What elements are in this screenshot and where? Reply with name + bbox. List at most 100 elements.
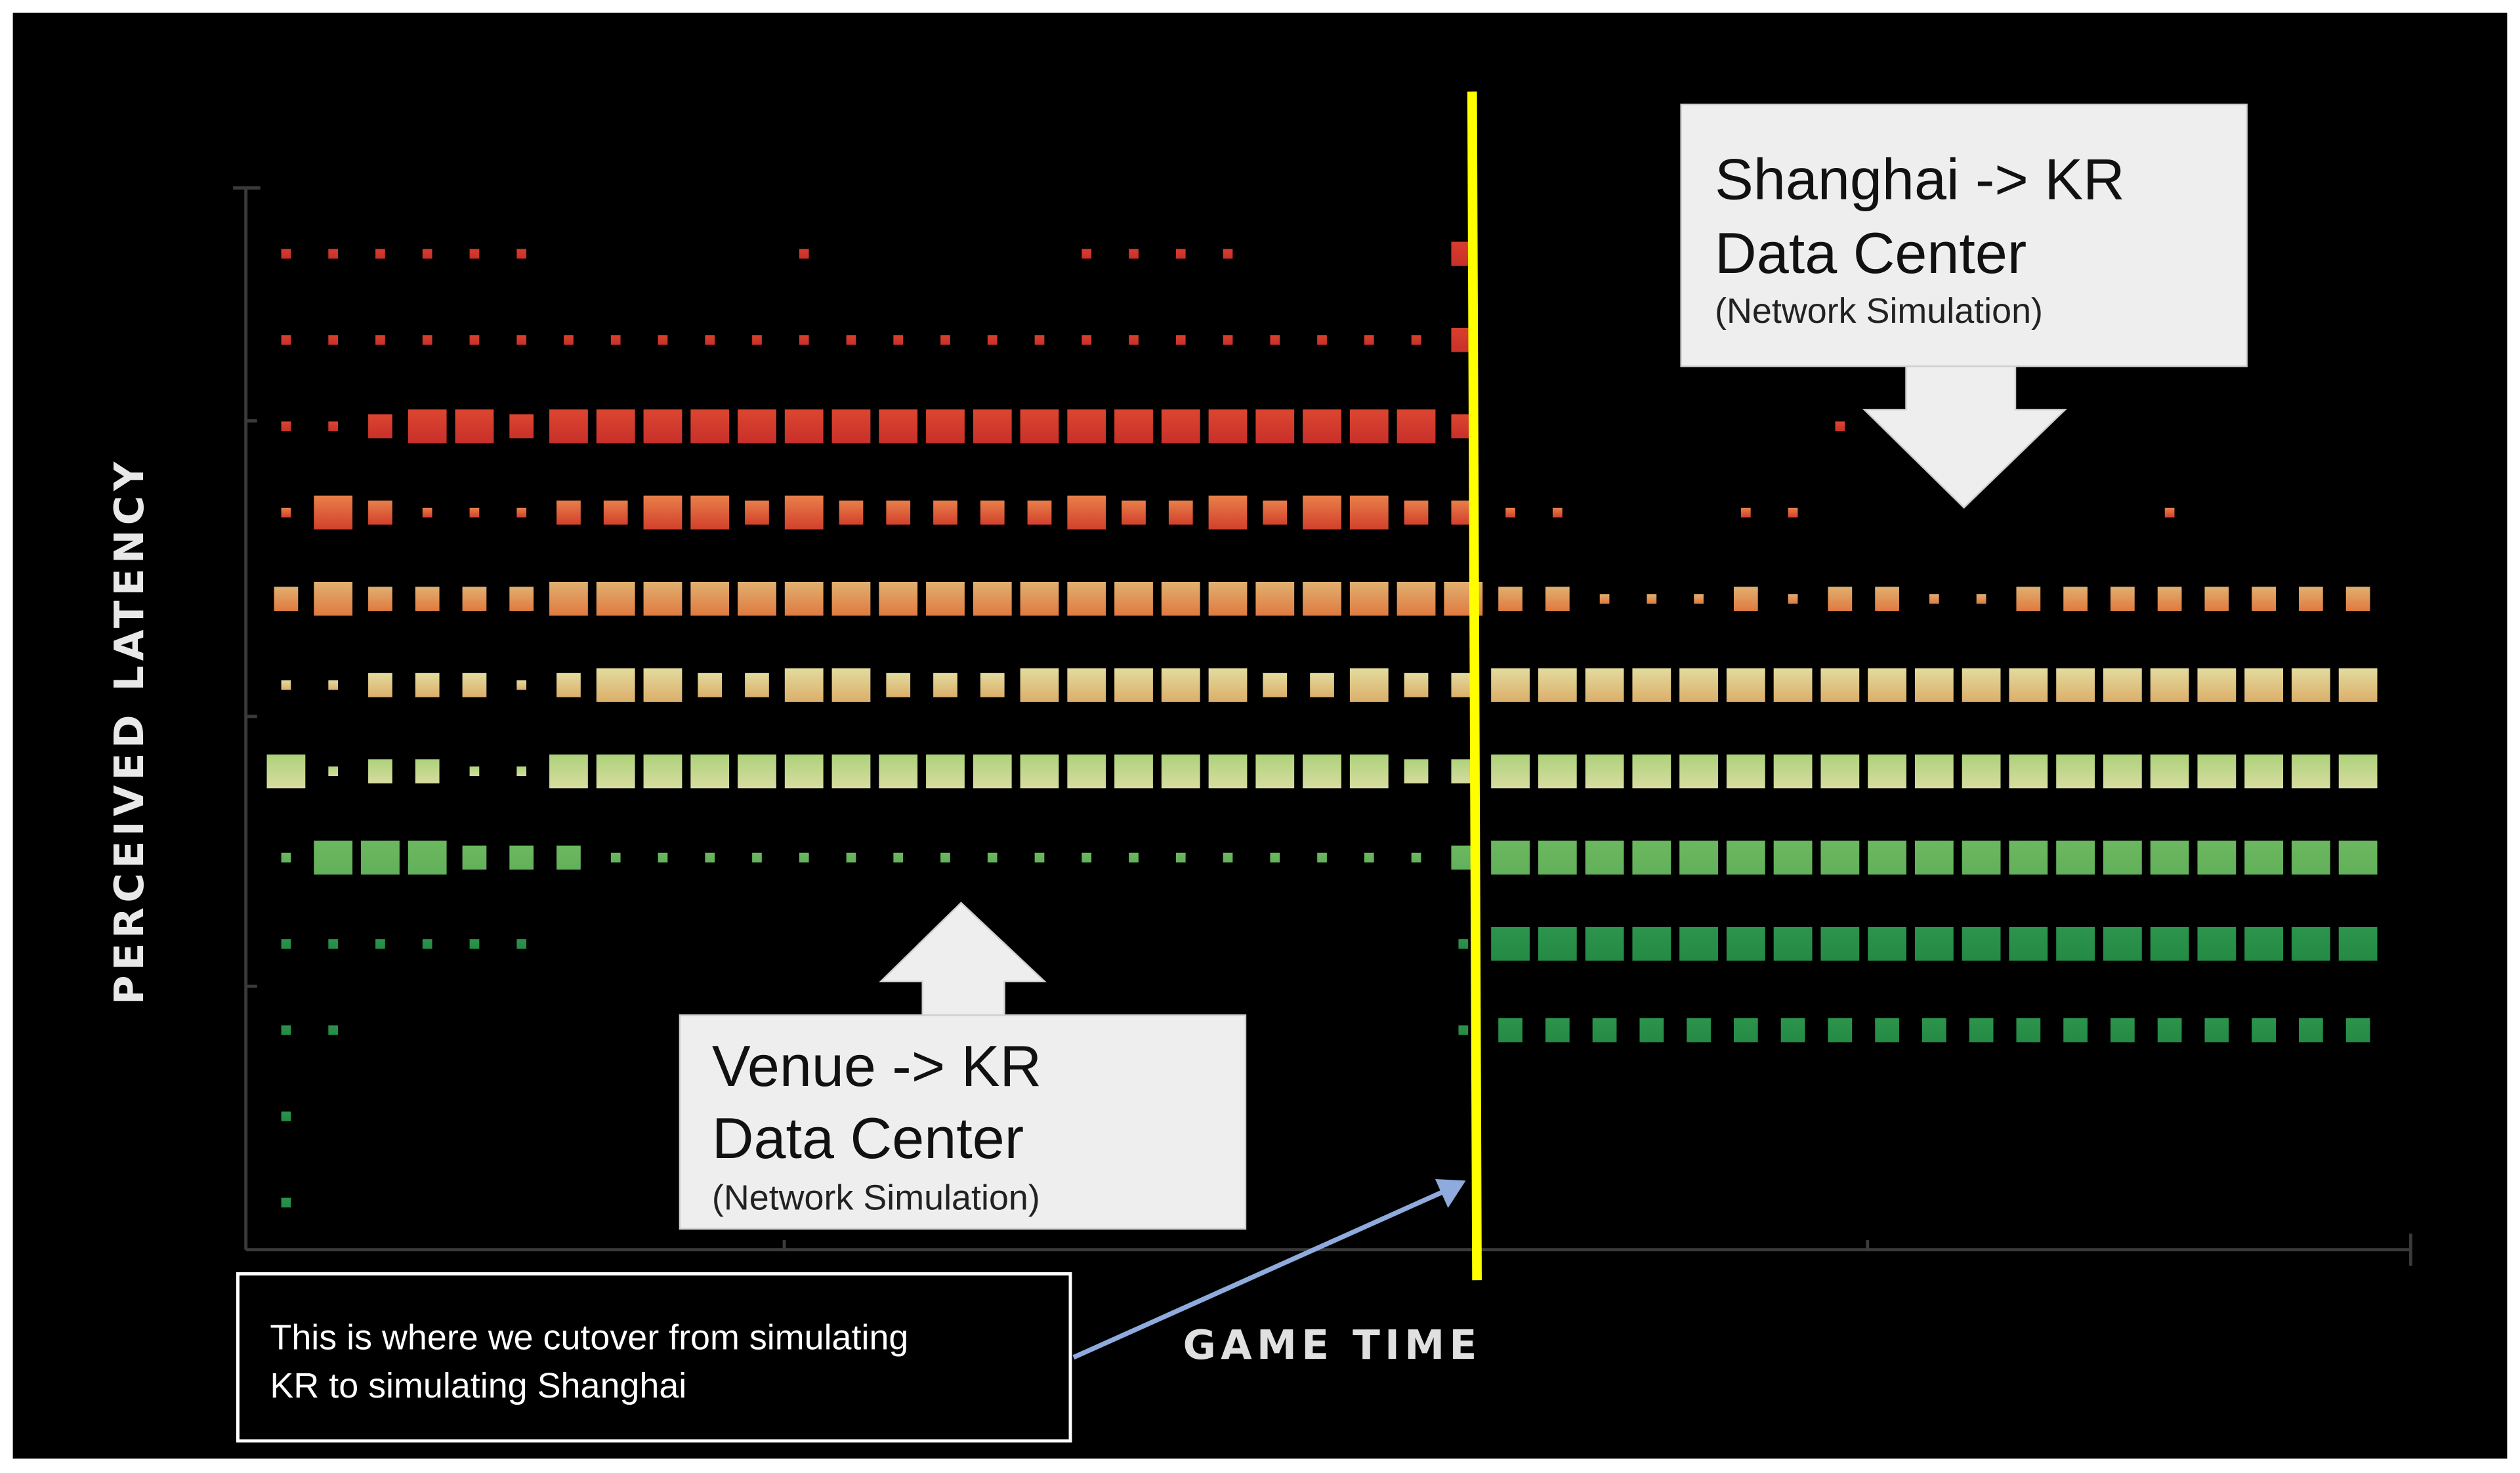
heatmap-cell (1773, 926, 1813, 961)
heatmap-cell (799, 249, 809, 259)
heatmap-cell (1679, 668, 1718, 702)
heatmap-cell (879, 581, 918, 616)
heatmap-cell (462, 673, 487, 697)
heatmap-cell (2063, 587, 2088, 612)
heatmap-cell (1082, 249, 1092, 259)
heatmap-cell (940, 852, 950, 863)
heatmap-cell (2244, 926, 2284, 961)
heatmap-cell (596, 754, 635, 789)
heatmap-cell (1788, 594, 1798, 604)
heatmap-cell (2244, 754, 2284, 789)
heatmap-cell (368, 414, 392, 439)
heatmap-cell (1962, 668, 2001, 702)
heatmap-cell (933, 500, 957, 525)
cutover-note-line1: This is where we cutover from simulating (270, 1317, 908, 1357)
heatmap-cell (1969, 1018, 1994, 1043)
heatmap-cell (2150, 926, 2189, 961)
heatmap-cell (328, 1025, 339, 1035)
heatmap-cell (1317, 335, 1327, 345)
heatmap-cell (361, 840, 400, 875)
heatmap-cell (1349, 754, 1389, 789)
heatmap-cell (1726, 840, 1765, 875)
heatmap-cell (596, 668, 635, 702)
heatmap-cell (2056, 840, 2095, 875)
heatmap-cell (2292, 754, 2330, 789)
heatmap-cell (1161, 409, 1200, 444)
shanghai-title: Shanghai -> KR (1715, 147, 2125, 212)
heatmap-cell (973, 754, 1012, 789)
heatmap-cell (1828, 1018, 1853, 1043)
y-axis (233, 186, 261, 1250)
heatmap-cell (1639, 1018, 1664, 1043)
venue-callout: Venue -> KR Data Center (Network Simulat… (679, 902, 1247, 1230)
heatmap-cell (2292, 840, 2330, 875)
heatmap-cell (1545, 1018, 1570, 1043)
heatmap-cell (1585, 668, 1624, 702)
heatmap-cell (1538, 926, 1577, 961)
heatmap-cell (2244, 840, 2284, 875)
heatmap-cell (281, 1197, 291, 1208)
heatmap-cell (274, 587, 299, 612)
heatmap-cell (886, 500, 911, 525)
heatmap-cell (980, 673, 1005, 697)
heatmap-cell (2009, 840, 2048, 875)
heatmap-cell (549, 754, 588, 789)
heatmap-cell (831, 409, 871, 444)
heatmap-cell (1114, 668, 1153, 702)
heatmap-cell (469, 939, 480, 949)
heatmap-cell (1733, 1018, 1758, 1043)
heatmap-cell (2016, 1018, 2041, 1043)
heatmap-cell (556, 500, 581, 525)
heatmap-cell (1404, 500, 1429, 525)
heatmap-cell (2110, 587, 2135, 612)
heatmap-cell (1868, 754, 1906, 789)
heatmap-cell (328, 249, 339, 259)
heatmap-cell (1491, 754, 1530, 789)
heatmap-cell (1067, 495, 1106, 529)
heatmap-cell (1082, 335, 1092, 345)
heatmap-cell (2056, 668, 2095, 702)
heatmap-cell (1067, 581, 1106, 616)
heatmap-cell (839, 500, 864, 525)
heatmap-cell (1349, 495, 1389, 529)
heatmap-cell (368, 759, 392, 783)
heatmap-cell (509, 587, 534, 612)
heatmap-cell (328, 766, 339, 776)
heatmap-cell (698, 673, 723, 697)
cutover-line (1467, 91, 1482, 1281)
heatmap-cell (2157, 587, 2182, 612)
heatmap-cell (281, 1025, 291, 1035)
heatmap-cell (1914, 668, 1954, 702)
heatmap-cell (879, 409, 918, 444)
heatmap-cell (980, 500, 1005, 525)
heatmap-cell (422, 249, 432, 259)
heatmap-cell (1114, 581, 1153, 616)
heatmap-cell (1868, 840, 1906, 875)
heatmap-cell (1962, 926, 2001, 961)
heatmap-cell (1914, 840, 1954, 875)
heatmap-cell (1303, 754, 1341, 789)
heatmap-cell (1929, 594, 1939, 604)
heatmap-cell (1161, 668, 1200, 702)
heatmap-cell (610, 852, 621, 863)
heatmap-cell (831, 581, 871, 616)
heatmap-cell (643, 495, 682, 529)
heatmap-cell (2056, 926, 2095, 961)
heatmap-cell (690, 754, 730, 789)
heatmap-cell (1773, 668, 1813, 702)
heatmap-cell (1122, 500, 1146, 525)
heatmap-cell (314, 840, 353, 875)
heatmap-cell (1679, 840, 1718, 875)
heatmap-cell (281, 335, 291, 345)
y-axis-label: PERCEIVED LATENCY (106, 457, 153, 1005)
cutover-note-line2: KR to simulating Shanghai (270, 1366, 686, 1405)
heatmap-cell (2063, 1018, 2088, 1043)
heatmap-cell (799, 335, 809, 345)
heatmap-cell (281, 249, 291, 259)
heatmap-cell (556, 673, 581, 697)
heatmap-cell (1505, 507, 1515, 518)
heatmap-cell (1129, 249, 1139, 259)
heatmap-cell (2009, 926, 2048, 961)
heatmap-cell (1175, 852, 1186, 863)
heatmap-cell (926, 409, 965, 444)
